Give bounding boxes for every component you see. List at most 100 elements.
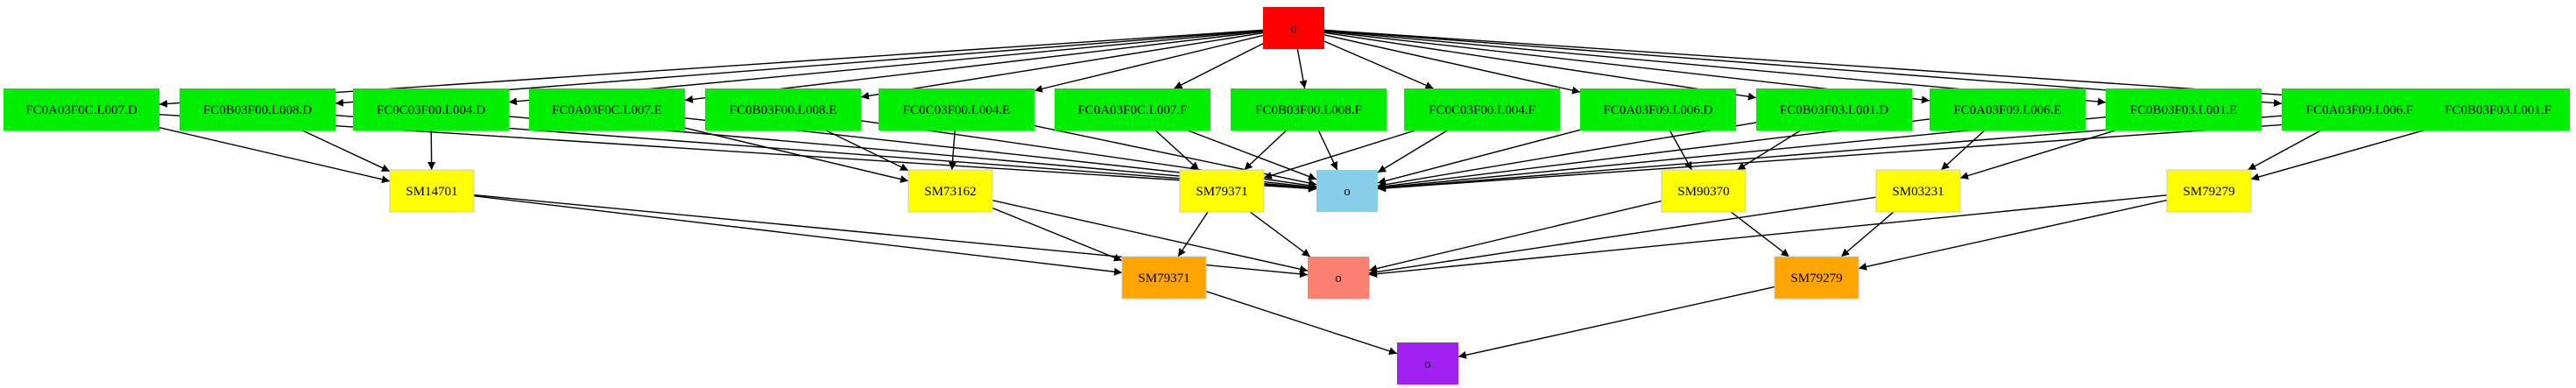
node-box-n2 xyxy=(180,88,335,131)
node-n3[interactable]: FC0C03F00.L004.D xyxy=(353,88,509,131)
edge-n7-to-sm79371a xyxy=(1154,130,1200,171)
node-box-hub xyxy=(1316,170,1378,212)
node-box-n14 xyxy=(2282,88,2438,131)
edge-sm79279a-to-sink xyxy=(1368,194,2168,279)
edge-n1-to-hub xyxy=(159,114,1317,193)
edge-n9-to-hub xyxy=(1377,130,1448,173)
graph-edges xyxy=(159,29,2427,359)
node-n4[interactable]: FC0A03F0C.L007.E xyxy=(529,88,685,131)
node-label-hub: o xyxy=(1344,185,1351,199)
edge-n11-to-sm90370 xyxy=(1737,130,1801,171)
node-box-sink xyxy=(1308,257,1369,299)
node-label-sm03231: SM03231 xyxy=(1892,185,1944,199)
edge-n11-to-hub xyxy=(1377,122,1757,189)
edge-root-to-n8 xyxy=(1296,48,1308,89)
edge-n14-to-sm79279a xyxy=(2248,130,2321,171)
node-label-n10: FC0A03F09.L006.D xyxy=(1603,103,1712,117)
node-hub[interactable]: o xyxy=(1316,170,1378,212)
edge-n5-to-sm73162 xyxy=(825,130,909,172)
node-box-sm90370 xyxy=(1661,169,1747,213)
node-label-root: o xyxy=(1290,22,1297,36)
node-label-sm79279b: SM79279 xyxy=(1790,272,1842,286)
node-box-n9 xyxy=(1404,88,1560,131)
edge-sm03231-to-sm79279b xyxy=(1840,211,1895,257)
node-sm79371a[interactable]: SM79371 xyxy=(1179,169,1265,213)
edge-sm90370-to-sm79279b xyxy=(1730,211,1790,257)
node-label-n4: FC0A03F0C.L007.E xyxy=(552,103,662,117)
edge-root-to-n9 xyxy=(1323,40,1434,89)
edge-root-to-n6 xyxy=(1034,34,1264,93)
edge-sm79371b-to-final xyxy=(1205,290,1398,356)
node-n14[interactable]: FC0A03F09.L006.F xyxy=(2282,88,2438,131)
node-n5[interactable]: FC0B03F00.L008.E xyxy=(705,88,861,131)
node-label-sm79371b: SM79371 xyxy=(1138,272,1189,286)
edge-sm14701-to-sm79371b xyxy=(473,194,1123,276)
node-label-n11: FC0B03F03.L001.D xyxy=(1780,103,1888,117)
node-box-sm79371a xyxy=(1179,169,1265,213)
edge-sm03231-to-sink xyxy=(1368,196,1877,276)
node-n8[interactable]: FC0B03F00.L008.F xyxy=(1231,88,1387,131)
node-box-n8 xyxy=(1231,88,1387,131)
node-box-sm14701 xyxy=(389,169,475,213)
node-box-n6 xyxy=(879,88,1034,131)
edge-n13-to-sm03231 xyxy=(1959,130,2116,180)
node-label-n2: FC0B03F00.L008.D xyxy=(203,103,312,117)
node-label-n13: FC0B03F03.L001.E xyxy=(2130,103,2238,117)
edge-sm79371a-to-sink xyxy=(1249,211,1311,257)
node-label-n5: FC0B03F00.L008.E xyxy=(730,103,837,117)
node-label-n8: FC0B03F00.L008.F xyxy=(1255,103,1362,117)
edge-sm79371a-to-sm79371b xyxy=(1177,211,1209,257)
node-n12[interactable]: FC0A03F09.L006.E xyxy=(1930,88,2086,131)
node-label-sm14701: SM14701 xyxy=(406,185,457,199)
node-label-sm73162: SM73162 xyxy=(924,185,976,199)
edge-n9-to-sm79371a xyxy=(1263,130,1415,180)
node-sm03231[interactable]: SM03231 xyxy=(1875,169,1961,213)
edge-n8-to-sm79371a xyxy=(1244,130,1287,171)
node-n9[interactable]: FC0C03F00.L004.F xyxy=(1404,88,1560,131)
node-label-n6: FC0C03F00.L004.E xyxy=(903,103,1011,117)
edge-root-to-n5 xyxy=(860,32,1264,100)
node-n10[interactable]: FC0A03F09.L006.D xyxy=(1580,88,1736,131)
edge-root-to-n1 xyxy=(159,29,1264,108)
node-label-n12: FC0A03F09.L006.E xyxy=(1953,103,2061,117)
node-final[interactable]: o xyxy=(1397,342,1458,384)
node-sm90370[interactable]: SM90370 xyxy=(1661,169,1747,213)
node-n15[interactable]: FC0B03F03.L001.F xyxy=(2426,88,2570,131)
edge-n10-to-hub xyxy=(1377,129,1581,185)
node-box-sm79279a xyxy=(2166,169,2252,213)
node-box-n11 xyxy=(1756,88,1912,131)
node-n2[interactable]: FC0B03F00.L008.D xyxy=(180,88,335,131)
node-sm79371b[interactable]: SM79371 xyxy=(1121,256,1207,300)
edge-sm90370-to-sink xyxy=(1368,200,1662,272)
node-sm14701[interactable]: SM14701 xyxy=(389,169,475,213)
node-box-sm73162 xyxy=(907,169,993,213)
node-n13[interactable]: FC0B03F03.L001.E xyxy=(2106,88,2262,131)
node-root[interactable]: o xyxy=(1263,7,1324,49)
node-box-n1 xyxy=(4,88,159,131)
node-box-sm03231 xyxy=(1875,169,1961,213)
node-sm73162[interactable]: SM73162 xyxy=(907,169,993,213)
node-box-sm79279b xyxy=(1774,256,1860,300)
node-box-root xyxy=(1263,7,1324,49)
node-sm79279a[interactable]: SM79279 xyxy=(2166,169,2252,213)
node-box-sm79371b xyxy=(1121,256,1207,300)
edge-n4-to-sm73162 xyxy=(684,127,909,183)
node-label-sm79371a: SM79371 xyxy=(1196,185,1247,199)
node-sink[interactable]: o xyxy=(1308,257,1369,299)
edge-sm73162-to-sink xyxy=(992,200,1309,273)
node-box-n4 xyxy=(529,88,685,131)
node-box-n7 xyxy=(1055,88,1210,131)
node-n6[interactable]: FC0C03F00.L004.E xyxy=(879,88,1034,131)
node-label-n3: FC0C03F00.L004.D xyxy=(377,103,485,117)
node-sm79279b[interactable]: SM79279 xyxy=(1774,256,1860,300)
node-box-n13 xyxy=(2106,88,2262,131)
edge-n2-to-sm14701 xyxy=(302,130,391,173)
node-label-sink: o xyxy=(1335,272,1342,286)
node-n1[interactable]: FC0A03F0C.L007.D xyxy=(4,88,159,131)
node-n11[interactable]: FC0B03F03.L001.D xyxy=(1756,88,1912,131)
node-label-n1: FC0A03F0C.L007.D xyxy=(25,103,138,117)
node-box-n12 xyxy=(1930,88,2086,131)
node-n7[interactable]: FC0A03F0C.L007.F xyxy=(1055,88,1210,131)
